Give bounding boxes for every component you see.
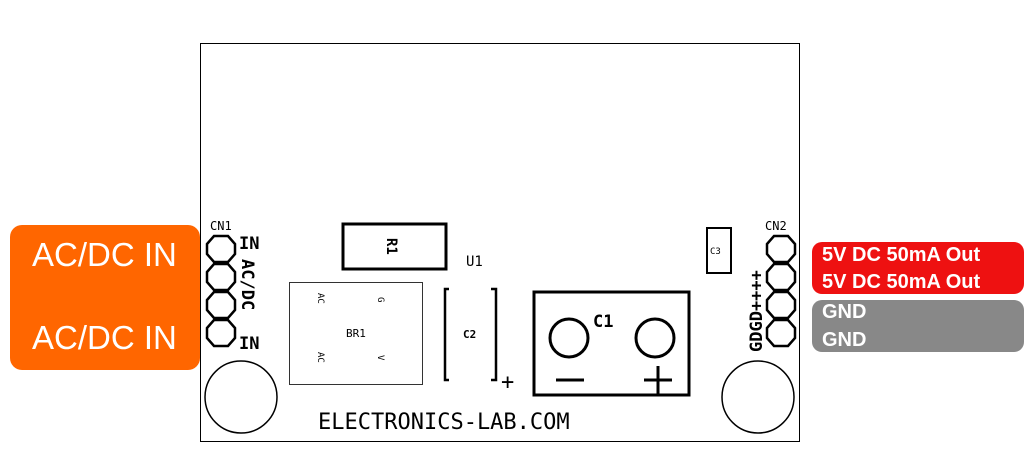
- r1-body: [341, 222, 448, 271]
- br1-pin-ac-bottom: AC: [315, 352, 325, 363]
- pcb-board-outline: [200, 43, 800, 442]
- output-positive-label-1: 5V DC 50mA Out: [822, 244, 981, 266]
- cn1-pin-3: [205, 290, 237, 320]
- output-positive-label-2: 5V DC 50mA Out: [822, 271, 981, 293]
- c1-body: [532, 290, 691, 397]
- cn1-pin-1: [205, 234, 237, 264]
- mounting-hole-right: [721, 360, 795, 434]
- cn2-pin-2: [765, 262, 797, 292]
- c3-ref: C3: [710, 247, 721, 257]
- c1-plus-mark: [644, 366, 672, 394]
- cn1-pin-2: [205, 262, 237, 292]
- c2-ref: C2: [463, 328, 476, 341]
- output-positive-label-box: 5V DC 50mA Out 5V DC 50mA Out: [812, 242, 1024, 294]
- br1-pin-g: G: [375, 297, 385, 302]
- c2-plus: +: [501, 370, 514, 395]
- silkscreen-website: ELECTRONICS-LAB.COM: [318, 410, 570, 435]
- cn1-pin-4: [205, 318, 237, 348]
- cn2-pin-labels: GDGD++++: [747, 270, 767, 352]
- c3-body: [706, 227, 732, 274]
- cn1-pin-label-top: IN: [239, 234, 259, 254]
- cn2-pin-3: [765, 290, 797, 320]
- br1-ref: BR1: [346, 327, 366, 340]
- cn2-pins: [765, 234, 797, 348]
- cn2-ref: CN2: [765, 219, 787, 233]
- c1-pad-negative: [548, 317, 590, 359]
- c1-ref: C1: [593, 312, 613, 332]
- input-label-bottom: AC/DC IN: [32, 319, 177, 356]
- cn1-ref: CN1: [210, 219, 232, 233]
- c1-pad-positive: [634, 317, 676, 359]
- input-label-top: AC/DC IN: [32, 236, 177, 273]
- cn1-pins: [205, 234, 237, 348]
- cn2-pin-1: [765, 234, 797, 264]
- c2-bracket-left: [443, 287, 449, 382]
- u1-ref: U1: [466, 254, 483, 270]
- c2-bracket-right: [491, 287, 498, 382]
- cn1-pin-label-bottom: IN: [239, 334, 259, 354]
- output-ground-label-1: GND: [822, 301, 867, 323]
- br1-body: [289, 282, 423, 385]
- output-ground-label-box: GND GND: [812, 300, 1024, 352]
- mounting-hole-left: [204, 360, 278, 434]
- cn2-pin-4: [765, 318, 797, 348]
- br1-pin-ac-top: AC: [315, 293, 325, 304]
- input-label-box: AC/DC IN AC/DC IN: [10, 225, 200, 370]
- output-ground-label-2: GND: [822, 329, 867, 351]
- br1-pin-v: V: [375, 355, 385, 361]
- cn1-pin-label-mid: AC/DC: [237, 259, 257, 310]
- r1-ref: R1: [383, 238, 399, 255]
